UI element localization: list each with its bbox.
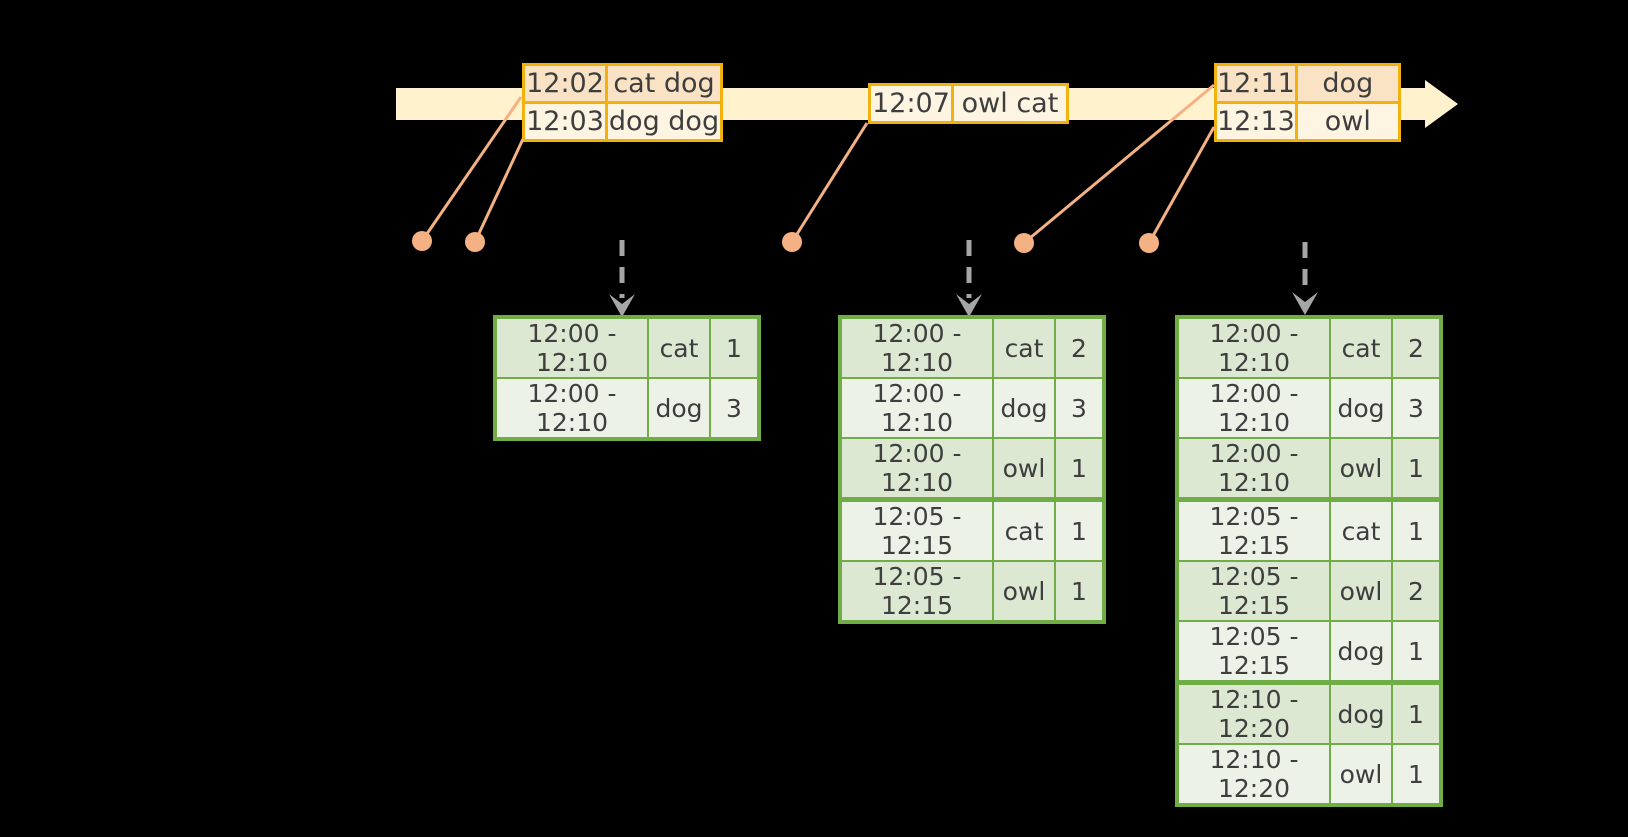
event-row: 12:02 cat dog xyxy=(522,63,723,104)
result-row: 12:00 - 12:10 cat 1 xyxy=(494,316,760,379)
result-row: 12:00 - 12:10 dog 3 xyxy=(1176,377,1442,439)
count-cell: 2 xyxy=(1054,316,1105,379)
event-words: owl cat xyxy=(951,83,1069,124)
count-cell: 1 xyxy=(1054,497,1105,562)
result-row: 12:05 - 12:15 dog 1 xyxy=(1176,620,1442,684)
window-range: 12:00 - 12:10 xyxy=(1176,377,1331,439)
event-dot-icon xyxy=(1014,233,1034,253)
count-cell: 2 xyxy=(1391,316,1442,379)
count-cell: 2 xyxy=(1391,560,1442,622)
event-dot-icon xyxy=(412,231,432,251)
trigger-arrowheads xyxy=(609,292,1318,317)
result-row: 12:00 - 12:10 cat 2 xyxy=(1176,316,1442,379)
word-cell: owl xyxy=(992,437,1056,501)
event-row: 12:07 owl cat xyxy=(868,83,1069,124)
event-time: 12:02 xyxy=(522,63,608,104)
down-arrowhead-icon xyxy=(1292,292,1318,315)
window-range: 12:05 - 12:15 xyxy=(1176,620,1331,684)
event-dots xyxy=(412,231,1159,253)
down-arrowhead-icon xyxy=(609,294,635,317)
timeline-arrowhead-icon xyxy=(1425,80,1458,128)
result-row: 12:10 - 12:20 dog 1 xyxy=(1176,680,1442,745)
event-row: 12:13 owl xyxy=(1214,101,1401,142)
event-table-2: 12:07 owl cat xyxy=(868,83,1069,124)
result-row: 12:00 - 12:10 dog 3 xyxy=(494,377,760,440)
event-table-3: 12:11 dog 12:13 owl xyxy=(1214,63,1401,142)
word-cell: cat xyxy=(1329,497,1393,562)
word-cell: dog xyxy=(1329,680,1393,745)
word-cell: dog xyxy=(1329,377,1393,439)
window-range: 12:05 - 12:15 xyxy=(839,560,994,623)
event-words: dog xyxy=(1294,63,1401,104)
result-row: 12:00 - 12:10 owl 1 xyxy=(1176,437,1442,501)
event-time: 12:03 xyxy=(522,101,608,142)
result-row: 12:00 - 12:10 cat 2 xyxy=(839,316,1105,379)
connector-line xyxy=(1147,126,1216,244)
count-cell: 1 xyxy=(1391,743,1442,806)
word-cell: dog xyxy=(647,377,711,440)
event-row: 12:03 dog dog xyxy=(522,101,723,142)
result-row: 12:05 - 12:15 owl 1 xyxy=(839,560,1105,623)
trigger-arrows xyxy=(619,240,1308,298)
word-cell: owl xyxy=(992,560,1056,623)
result-row: 12:10 - 12:20 owl 1 xyxy=(1176,743,1442,806)
event-words: cat dog xyxy=(605,63,723,104)
window-range: 12:00 - 12:10 xyxy=(1176,437,1331,501)
count-cell: 3 xyxy=(1391,377,1442,439)
count-cell: 1 xyxy=(1391,437,1442,501)
word-cell: dog xyxy=(992,377,1056,439)
count-cell: 1 xyxy=(709,316,760,379)
window-range: 12:10 - 12:20 xyxy=(1176,743,1331,806)
window-range: 12:05 - 12:15 xyxy=(1176,497,1331,562)
event-time: 12:07 xyxy=(868,83,954,124)
window-range: 12:00 - 12:10 xyxy=(839,316,994,379)
window-range: 12:00 - 12:10 xyxy=(839,437,994,501)
result-row: 12:05 - 12:15 cat 1 xyxy=(839,497,1105,562)
window-range: 12:00 - 12:10 xyxy=(494,316,649,379)
count-cell: 1 xyxy=(1391,497,1442,562)
event-dot-icon xyxy=(465,232,485,252)
window-range: 12:00 - 12:10 xyxy=(494,377,649,440)
event-row: 12:11 dog xyxy=(1214,63,1401,104)
result-row: 12:00 - 12:10 dog 3 xyxy=(839,377,1105,439)
count-cell: 1 xyxy=(1054,560,1105,623)
result-row: 12:05 - 12:15 owl 2 xyxy=(1176,560,1442,622)
event-time: 12:13 xyxy=(1214,101,1298,142)
event-words: dog dog xyxy=(605,101,723,142)
count-cell: 3 xyxy=(1054,377,1105,439)
event-dot-icon xyxy=(1139,233,1159,253)
count-cell: 1 xyxy=(1054,437,1105,501)
result-row: 12:00 - 12:10 owl 1 xyxy=(839,437,1105,501)
connector-line xyxy=(473,138,525,243)
word-cell: cat xyxy=(647,316,711,379)
window-range: 12:00 - 12:10 xyxy=(839,377,994,439)
result-row: 12:05 - 12:15 cat 1 xyxy=(1176,497,1442,562)
word-cell: owl xyxy=(1329,743,1393,806)
event-words: owl xyxy=(1294,101,1401,142)
event-time: 12:11 xyxy=(1214,63,1298,104)
result-table-2: 12:00 - 12:10 cat 2 12:00 - 12:10 dog 3 … xyxy=(838,315,1106,624)
connector-line xyxy=(790,122,869,243)
word-cell: cat xyxy=(992,316,1056,379)
window-range: 12:05 - 12:15 xyxy=(839,497,994,562)
count-cell: 3 xyxy=(709,377,760,440)
down-arrowhead-icon xyxy=(956,294,982,317)
event-table-1: 12:02 cat dog 12:03 dog dog xyxy=(522,63,723,142)
window-range: 12:10 - 12:20 xyxy=(1176,680,1331,745)
count-cell: 1 xyxy=(1391,680,1442,745)
word-cell: owl xyxy=(1329,437,1393,501)
word-cell: dog xyxy=(1329,620,1393,684)
window-range: 12:00 - 12:10 xyxy=(1176,316,1331,379)
event-dot-icon xyxy=(782,232,802,252)
result-table-1: 12:00 - 12:10 cat 1 12:00 - 12:10 dog 3 xyxy=(493,315,761,441)
result-table-3: 12:00 - 12:10 cat 2 12:00 - 12:10 dog 3 … xyxy=(1175,315,1443,807)
word-cell: owl xyxy=(1329,560,1393,622)
count-cell: 1 xyxy=(1391,620,1442,684)
window-range: 12:05 - 12:15 xyxy=(1176,560,1331,622)
word-cell: cat xyxy=(1329,316,1393,379)
word-cell: cat xyxy=(992,497,1056,562)
